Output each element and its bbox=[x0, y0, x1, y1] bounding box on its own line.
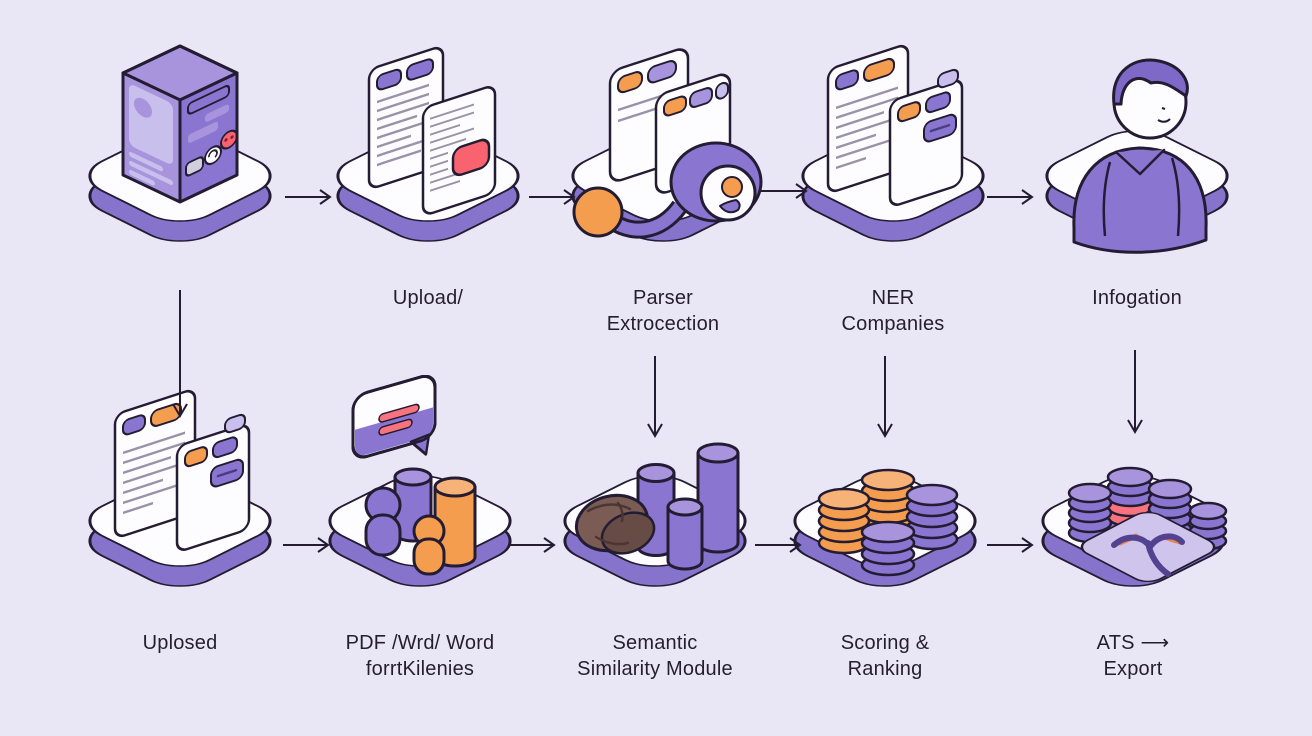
node-label: Infogation bbox=[1092, 287, 1182, 309]
arrow-upload-to-parser bbox=[529, 189, 576, 205]
node-label: Parser Extrocection bbox=[606, 287, 720, 336]
arrow-server-to-uplosed bbox=[172, 290, 188, 418]
arrow-server-to-upload bbox=[285, 189, 332, 205]
node-parser: Parser Extrocection bbox=[538, 30, 788, 338]
coin-stacks-icon bbox=[776, 465, 994, 597]
arrow-semantic-to-scoring bbox=[755, 537, 802, 553]
arrow-scoring-to-ats bbox=[987, 537, 1034, 553]
server-kiosk-icon bbox=[71, 44, 289, 252]
chat-data-shapes-icon bbox=[311, 375, 529, 597]
arrow-ner-to-scoring bbox=[877, 356, 893, 438]
ats-export-board-icon bbox=[1024, 465, 1242, 597]
arrow-infogation-to-ats bbox=[1127, 350, 1143, 434]
semantic-bean-cylinders-icon bbox=[546, 442, 764, 597]
node-label: Scoring & Ranking bbox=[840, 632, 930, 681]
node-ner: NER Companies bbox=[768, 30, 1018, 338]
arrow-ner-to-infogation bbox=[987, 189, 1034, 205]
node-infogation: Infogation bbox=[1012, 30, 1262, 311]
arrow-pdf-to-semantic bbox=[509, 537, 556, 553]
node-server bbox=[55, 30, 305, 285]
arrow-parser-to-semantic bbox=[647, 356, 663, 438]
node-ats: ATS ⟶ Export bbox=[1008, 375, 1258, 683]
arrow-parser-to-ner bbox=[761, 183, 808, 199]
ner-documents-icon bbox=[784, 30, 1002, 252]
node-pdf-word: PDF /Wrd/ Word forrtKilenies bbox=[295, 375, 545, 683]
node-label: Semantic Similarity Module bbox=[577, 632, 733, 681]
node-uplosed: Uplosed bbox=[55, 375, 305, 656]
node-upload: Upload/ bbox=[303, 30, 553, 311]
parser-magnifier-icon bbox=[554, 48, 772, 252]
node-label: Upload/ bbox=[392, 287, 464, 309]
arrow-uplosed-to-pdf bbox=[283, 537, 330, 553]
node-label: NER Companies bbox=[841, 287, 945, 336]
node-label: Uplosed bbox=[142, 632, 218, 654]
upload-documents-icon bbox=[319, 46, 537, 252]
node-label: ATS ⟶ Export bbox=[1096, 632, 1170, 681]
node-scoring: Scoring & Ranking bbox=[760, 375, 1010, 683]
person-icon bbox=[1028, 58, 1246, 254]
node-semantic: Semantic Similarity Module bbox=[530, 375, 780, 683]
node-label: PDF /Wrd/ Word forrtKilenies bbox=[345, 632, 495, 681]
